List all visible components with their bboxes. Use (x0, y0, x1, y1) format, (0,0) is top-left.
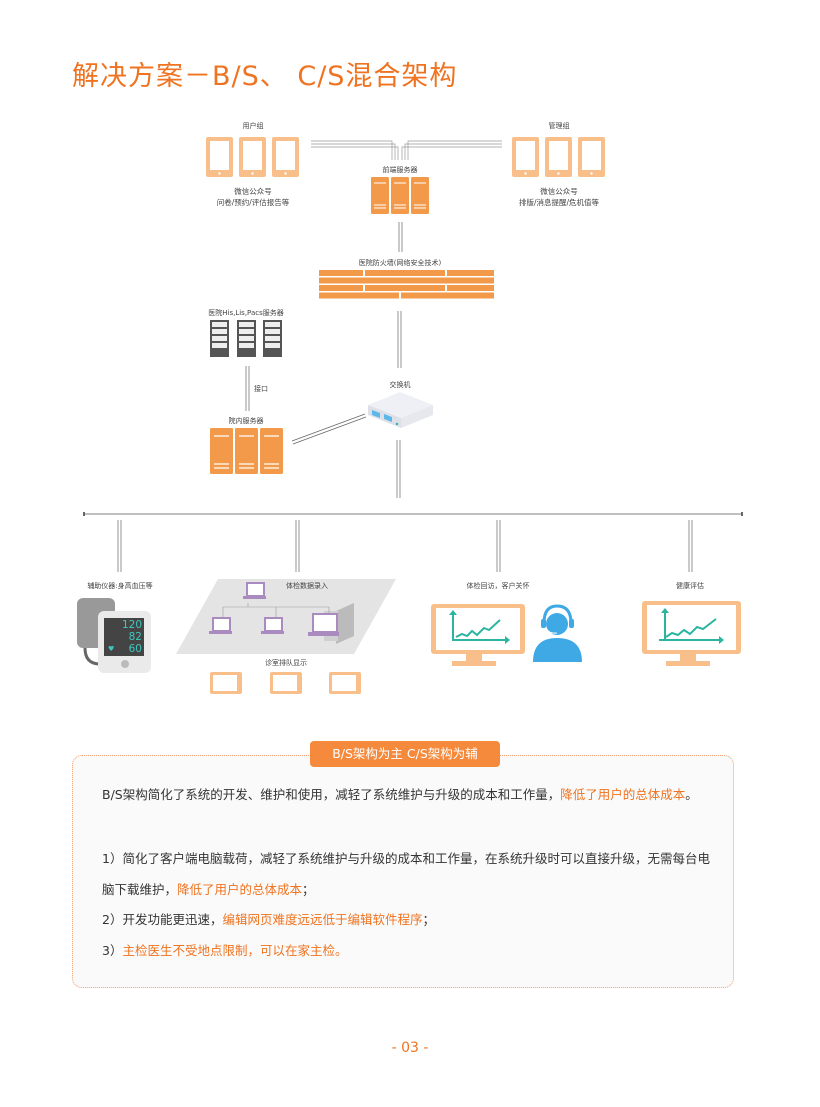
followup-monitor-icon (431, 604, 525, 666)
interface-label: 接口 (254, 385, 268, 393)
his-servers-label: 医院His,Lis,Pacs服务器 (208, 309, 284, 317)
health-assessment-monitor-icon (642, 601, 741, 666)
customer-service-icon (533, 604, 582, 662)
user-tablets-icon (206, 137, 299, 177)
page-number: - 03 - (391, 1040, 429, 1056)
user-group-caption-1: 微信公众号 (234, 187, 272, 196)
bp-diastolic: 82 (128, 631, 142, 643)
firewall-icon (319, 270, 494, 299)
summary-card (72, 755, 734, 988)
network-bus (83, 512, 743, 516)
summary-item-1: 1）简化了客户端电脑载荷，减轻了系统维护与升级的成本和工作量，在系统升级时可以直… (102, 851, 710, 897)
data-entry-network-icon (176, 579, 396, 654)
bp-readings: 120 82 ♥60 (106, 619, 142, 655)
link-switch-bus (396, 440, 401, 498)
endpoint-label-aux: 辅助仪器:身高血压等 (87, 582, 153, 590)
user-group-caption-2: 问卷/预约/评估报告等 (216, 198, 290, 207)
frontend-server-icon (371, 177, 429, 214)
firewall-label: 医院防火墙(网络安全技术) (358, 259, 442, 267)
page-title: 解决方案－B/S、 C/S混合架构 (72, 61, 458, 92)
architecture-diagram (77, 137, 743, 694)
summary-intro: B/S架构简化了系统的开发、维护和使用，减轻了系统维护与升级的成本和工作量，降低… (102, 787, 698, 802)
user-group-label: 用户组 (242, 122, 264, 130)
blood-pressure-monitor-icon (77, 598, 151, 673)
admin-group-caption-1: 微信公众号 (540, 187, 578, 196)
endpoint-label-followup: 体检回访，客户关怀 (466, 582, 530, 590)
bus-drop-lines (117, 520, 693, 572)
his-servers-icon (210, 320, 282, 357)
bp-systolic: 120 (121, 619, 142, 631)
summary-badge: B/S架构为主 C/S架构为辅 (310, 741, 500, 767)
endpoint-label-health: 健康评估 (676, 582, 704, 590)
endpoint-label-data-entry: 体检数据录入 (286, 582, 328, 590)
link-interface (245, 366, 250, 411)
summary-item-3: 3）主检医生不受地点限制，可以在家主检。 (102, 943, 348, 958)
link-internal-switch (291, 413, 367, 445)
admin-tablets-icon (512, 137, 605, 177)
switch-label: 交换机 (389, 381, 411, 389)
queue-display-label: 诊室排队显示 (265, 659, 307, 667)
bp-pulse: ♥60 (108, 643, 142, 655)
group-connection-lines (311, 140, 502, 160)
link-firewall-switch (397, 311, 402, 368)
summary-item-2: 2）开发功能更迅速，编辑网页难度远远低于编辑软件程序； (102, 912, 435, 927)
switch-icon (368, 392, 433, 428)
admin-group-label: 管理组 (548, 122, 570, 130)
heart-icon: ♥ (108, 645, 115, 653)
frontend-server-label: 前端服务器 (382, 166, 418, 174)
link-front-firewall (398, 222, 403, 252)
queue-display-icons (210, 672, 361, 694)
internal-server-icon (210, 428, 283, 474)
internal-server-label: 院内服务器 (228, 417, 264, 425)
admin-group-caption-2: 排版/消息提醒/危机值等 (518, 198, 600, 207)
